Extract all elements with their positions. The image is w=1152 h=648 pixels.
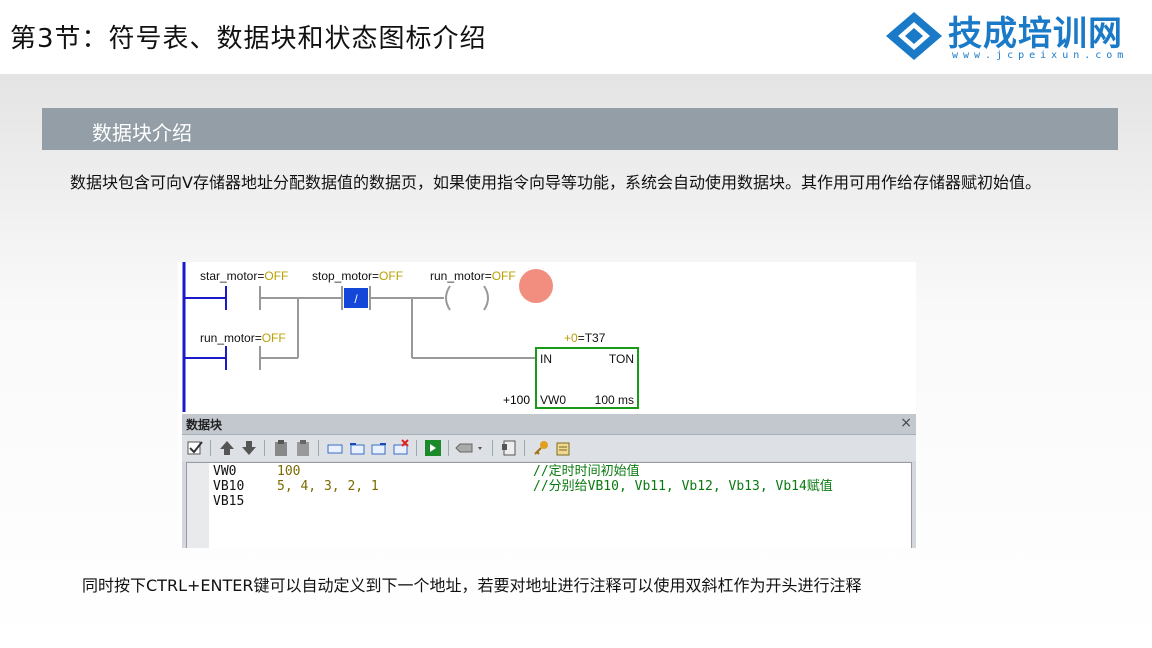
data-block-title: 数据块 bbox=[186, 418, 223, 432]
contact-1-label: star_motor= bbox=[200, 269, 264, 283]
clipboard-icon[interactable] bbox=[272, 439, 290, 457]
arrow-down-icon[interactable] bbox=[240, 439, 258, 457]
timer-name: =T37 bbox=[578, 331, 606, 345]
data-block-editor[interactable]: VW0 100 //定时时间初始值 VB10 5, 4, 3, 2, 1 //分… bbox=[186, 462, 912, 548]
nc-contact-symbol: / bbox=[354, 292, 358, 306]
contact-1-state: OFF bbox=[264, 269, 288, 283]
window-delete-icon[interactable] bbox=[392, 439, 410, 457]
checkmark-icon[interactable] bbox=[186, 439, 204, 457]
brand-logo: 技成培训网 www.jcpeixun.com bbox=[884, 6, 1146, 66]
timer-pt-value: +100 bbox=[503, 393, 530, 407]
clipboard-alt-icon[interactable] bbox=[294, 439, 312, 457]
coil-state: OFF bbox=[492, 269, 516, 283]
window-icon[interactable] bbox=[326, 439, 344, 457]
row-value: 5, 4, 3, 2, 1 bbox=[277, 479, 379, 494]
coil-left bbox=[445, 285, 451, 311]
diamond-logo-icon bbox=[886, 12, 942, 60]
window-back-icon[interactable] bbox=[348, 439, 366, 457]
logo-text: 技成培训网 bbox=[948, 14, 1123, 54]
arrow-up-icon[interactable] bbox=[218, 439, 236, 457]
ladder-diagram: / star_motor=OFF stop_motor=OFF run_moto… bbox=[182, 262, 639, 412]
section-title: 数据块介绍 bbox=[92, 121, 192, 145]
slide-header: 第3节：符号表、数据块和状态图标介绍 技成培训网 www.jcpeixun.co… bbox=[0, 0, 1152, 74]
key-icon[interactable] bbox=[532, 439, 550, 457]
row-address: VB15 bbox=[213, 494, 245, 509]
contact-2-state: OFF bbox=[379, 269, 403, 283]
cursor-marker bbox=[519, 269, 553, 303]
footnote-text: 同时按下CTRL+ENTER键可以自动定义到下一个地址，若要对地址进行注释可以使… bbox=[82, 576, 862, 595]
svg-text:+0=T37: +0=T37 bbox=[564, 331, 606, 345]
run-icon[interactable] bbox=[424, 439, 442, 457]
timer-in: IN bbox=[540, 352, 552, 366]
software-screenshot: / star_motor=OFF stop_motor=OFF run_moto… bbox=[178, 262, 916, 548]
data-block-titlebar: 数据块 × bbox=[182, 414, 916, 435]
contact-2-label: stop_motor= bbox=[312, 269, 379, 283]
contact-3-state: OFF bbox=[262, 331, 286, 345]
timer-base: 100 ms bbox=[595, 393, 634, 407]
properties-icon[interactable] bbox=[554, 439, 572, 457]
document-icon[interactable] bbox=[500, 439, 518, 457]
label-dropdown-icon[interactable] bbox=[454, 439, 486, 457]
svg-text:run_motor=OFF: run_motor=OFF bbox=[430, 269, 516, 283]
nc-contact-highlight bbox=[344, 288, 368, 308]
row-address: VB10 bbox=[213, 479, 245, 494]
editor-gutter bbox=[187, 463, 209, 548]
svg-text:star_motor=OFF: star_motor=OFF bbox=[200, 269, 288, 283]
stop-motor-contact[interactable]: / bbox=[341, 286, 371, 310]
window-forward-icon[interactable] bbox=[370, 439, 388, 457]
svg-text:run_motor=OFF: run_motor=OFF bbox=[200, 331, 286, 345]
section-header-bar: 数据块介绍 bbox=[42, 108, 1118, 150]
logo-url: www.jcpeixun.com bbox=[952, 50, 1129, 61]
close-icon[interactable]: × bbox=[900, 415, 912, 431]
row-comment: //定时时间初始值 bbox=[533, 464, 640, 479]
row-comment: //分别给VB10, Vb11, Vb12, Vb13, Vb14赋值 bbox=[533, 479, 833, 494]
coil-label: run_motor= bbox=[430, 269, 492, 283]
timer-value: +0 bbox=[564, 331, 578, 345]
timer-pt: VW0 bbox=[540, 393, 566, 407]
coil-right bbox=[483, 285, 489, 311]
contact-3-label: run_motor= bbox=[200, 331, 262, 345]
timer-block[interactable]: IN TON VW0 100 ms bbox=[535, 347, 639, 409]
row-address: VW0 bbox=[213, 464, 237, 479]
intro-paragraph: 数据块包含可向V存储器地址分配数据值的数据页，如果使用指令向导等功能，系统会自动… bbox=[70, 173, 1041, 192]
svg-text:stop_motor=OFF: stop_motor=OFF bbox=[312, 269, 403, 283]
slide-title: 第3节：符号表、数据块和状态图标介绍 bbox=[10, 24, 487, 54]
row-value: 100 bbox=[277, 464, 301, 479]
data-block-window: 数据块 × bbox=[182, 414, 916, 548]
timer-type: TON bbox=[609, 352, 634, 366]
data-block-toolbar bbox=[182, 435, 916, 461]
